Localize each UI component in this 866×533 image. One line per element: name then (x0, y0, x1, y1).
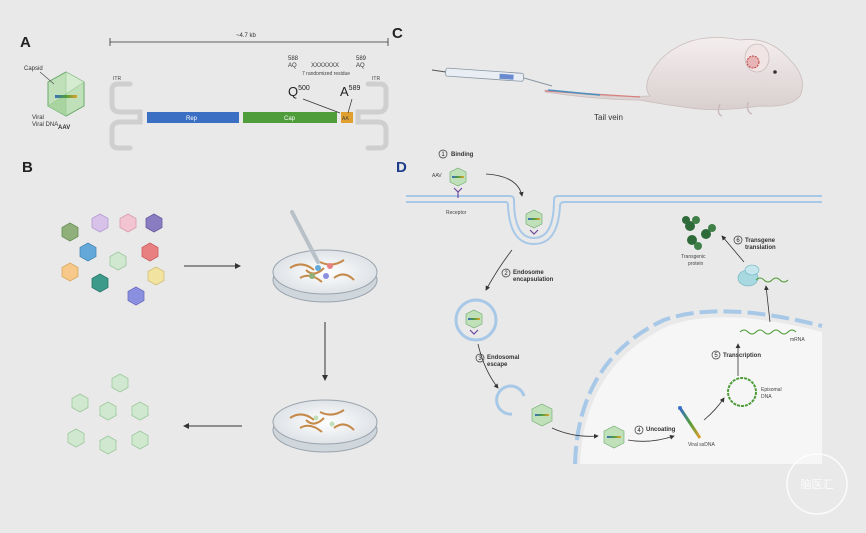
q500-pointer (302, 98, 341, 114)
pos-589-label: 589 (356, 56, 367, 62)
arrow-to-episome (703, 397, 725, 421)
panel-label-d: D (396, 159, 407, 176)
arrow-endosome (485, 249, 513, 291)
step-1-num: 1 (441, 152, 445, 158)
aq-589-label: AQ (356, 63, 365, 69)
petri-dish-infected (272, 210, 378, 303)
a589-label: A589 (340, 84, 360, 99)
arrow-uncoating (627, 434, 675, 442)
ssdna-icon (678, 406, 702, 439)
endosome-vesicle (454, 298, 498, 342)
selected-capsids (67, 373, 149, 455)
panel-label-b: B (22, 159, 33, 176)
episomal-dna-icon (727, 377, 757, 407)
watermark-logo: 脑医汇 (786, 453, 848, 515)
endocytosed-aav (525, 209, 543, 235)
capsid-pointer (39, 71, 55, 85)
step-2-num: 2 (504, 271, 508, 277)
cell-membrane (406, 195, 822, 246)
aa-insert-box (341, 112, 353, 123)
aav-label: AAV (58, 125, 70, 131)
episomal-label-1: Episomal (761, 387, 782, 393)
cap-label: Cap (284, 116, 296, 122)
receptor-label: Receptor (446, 210, 467, 216)
transgenic-protein-icon (682, 216, 716, 250)
syringe-icon (431, 67, 553, 87)
escaped-aav (531, 403, 553, 427)
aav-capsid-icon (47, 71, 85, 117)
step-4-num: 4 (637, 428, 641, 434)
protein-label-2: protein (688, 261, 704, 267)
tail-vein-label: Tail vein (594, 113, 623, 122)
viral-dna-label: Viral DNA (32, 122, 58, 128)
a589-pointer (347, 98, 353, 114)
length-label: ~4.7 kb (236, 33, 257, 39)
transgene-label-1: Transgene (745, 238, 776, 244)
transcription-label: Transcription (723, 353, 761, 359)
capsid-library (61, 213, 165, 306)
arrow-export (764, 285, 771, 323)
episomal-label-2: DNA (761, 394, 772, 400)
aa-label: AA (342, 116, 349, 122)
arrow-binding (485, 173, 524, 197)
endosome-label-2: encapsulation (513, 277, 554, 283)
mouse-illustration (544, 37, 803, 117)
uncoating-label: Uncoating (646, 427, 676, 433)
arrow-to-nucleus (551, 427, 599, 439)
step-5-num: 5 (714, 353, 718, 359)
xxx-insert-label: XXXXXXX (311, 63, 339, 69)
transgene-label-2: translation (745, 245, 776, 251)
escape-label-1: Endosomal (487, 355, 520, 361)
step-6-num: 6 (736, 238, 740, 244)
cap-gene-box (243, 112, 337, 123)
pos-588-label: 588 (288, 56, 299, 62)
mrna-nuclear (739, 329, 797, 335)
nuclear-aav (603, 425, 625, 449)
step-2-badge (501, 268, 511, 278)
watermark-text: 脑医汇 (801, 478, 834, 491)
binding-label: Binding (451, 152, 474, 158)
capsid-label: Capsid (24, 66, 43, 72)
escape-label-2: escape (487, 362, 508, 368)
step-3-num: 3 (478, 356, 482, 362)
panel-label-c: C (392, 25, 403, 42)
itr-left-shape (109, 81, 143, 151)
ssdna-label: Viral ssDNA (688, 442, 716, 448)
mrna-label: mRNA (790, 337, 805, 343)
rep-label: Rep (186, 116, 198, 122)
itr-right-shape (355, 81, 389, 151)
step-3-badge (475, 353, 485, 363)
nucleus (573, 309, 823, 465)
step-1-badge (438, 149, 448, 159)
insert-note-label: 7 randomized residue (302, 71, 350, 77)
aav-binding-icon (449, 167, 467, 198)
broken-endosome (495, 384, 526, 416)
itr-right-label: ITR (372, 76, 380, 82)
viral-label-1: Viral (32, 115, 44, 121)
endosome-label-1: Endosome (513, 270, 544, 276)
arrow-escape (477, 343, 499, 389)
aav-d-label: AAV (432, 173, 442, 179)
step-5-badge (711, 350, 721, 360)
aq-588-label: AQ (288, 63, 297, 69)
itr-left-label: ITR (113, 76, 121, 82)
petri-dish-selected (272, 399, 378, 453)
mrna-cytoplasmic (755, 277, 789, 283)
protein-label-1: Transgenic (681, 254, 706, 260)
step-4-badge (634, 425, 644, 435)
arrow-translation (721, 235, 745, 263)
ribosome-icon (737, 264, 760, 287)
rep-gene-box (147, 112, 239, 123)
q500-label: Q500 (288, 84, 310, 99)
step-6-badge (733, 235, 743, 245)
panel-label-a: A (20, 34, 31, 51)
